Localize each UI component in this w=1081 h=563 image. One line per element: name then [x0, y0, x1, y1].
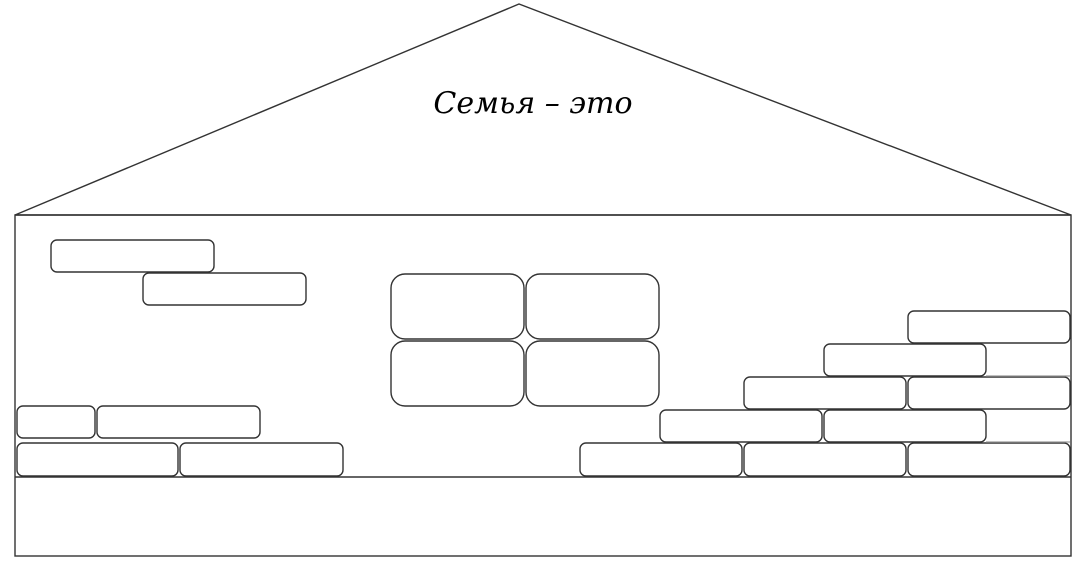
brick[interactable] — [743, 376, 907, 410]
brick[interactable] — [659, 409, 823, 443]
brick[interactable] — [16, 442, 179, 477]
brick[interactable] — [96, 405, 261, 439]
house-wall — [14, 214, 1072, 557]
roof-title: Семья – это — [433, 86, 632, 121]
window-pane[interactable] — [390, 340, 525, 407]
brick[interactable] — [579, 442, 743, 477]
bricks-right — [579, 310, 1071, 477]
window — [390, 273, 660, 407]
window-pane[interactable] — [525, 340, 660, 407]
bricks-lower-left — [16, 405, 344, 477]
window-pane[interactable] — [390, 273, 525, 340]
brick[interactable] — [179, 442, 344, 477]
brick[interactable] — [907, 310, 1071, 344]
brick[interactable] — [16, 405, 96, 439]
brick[interactable] — [743, 442, 907, 477]
brick-shading — [986, 375, 1070, 443]
brick[interactable] — [142, 272, 307, 306]
brick[interactable] — [907, 442, 1071, 477]
brick[interactable] — [50, 239, 215, 273]
brick[interactable] — [823, 343, 987, 377]
brick[interactable] — [907, 376, 1071, 410]
bricks-upper-left — [50, 239, 307, 306]
window-pane[interactable] — [525, 273, 660, 340]
brick[interactable] — [823, 409, 987, 443]
